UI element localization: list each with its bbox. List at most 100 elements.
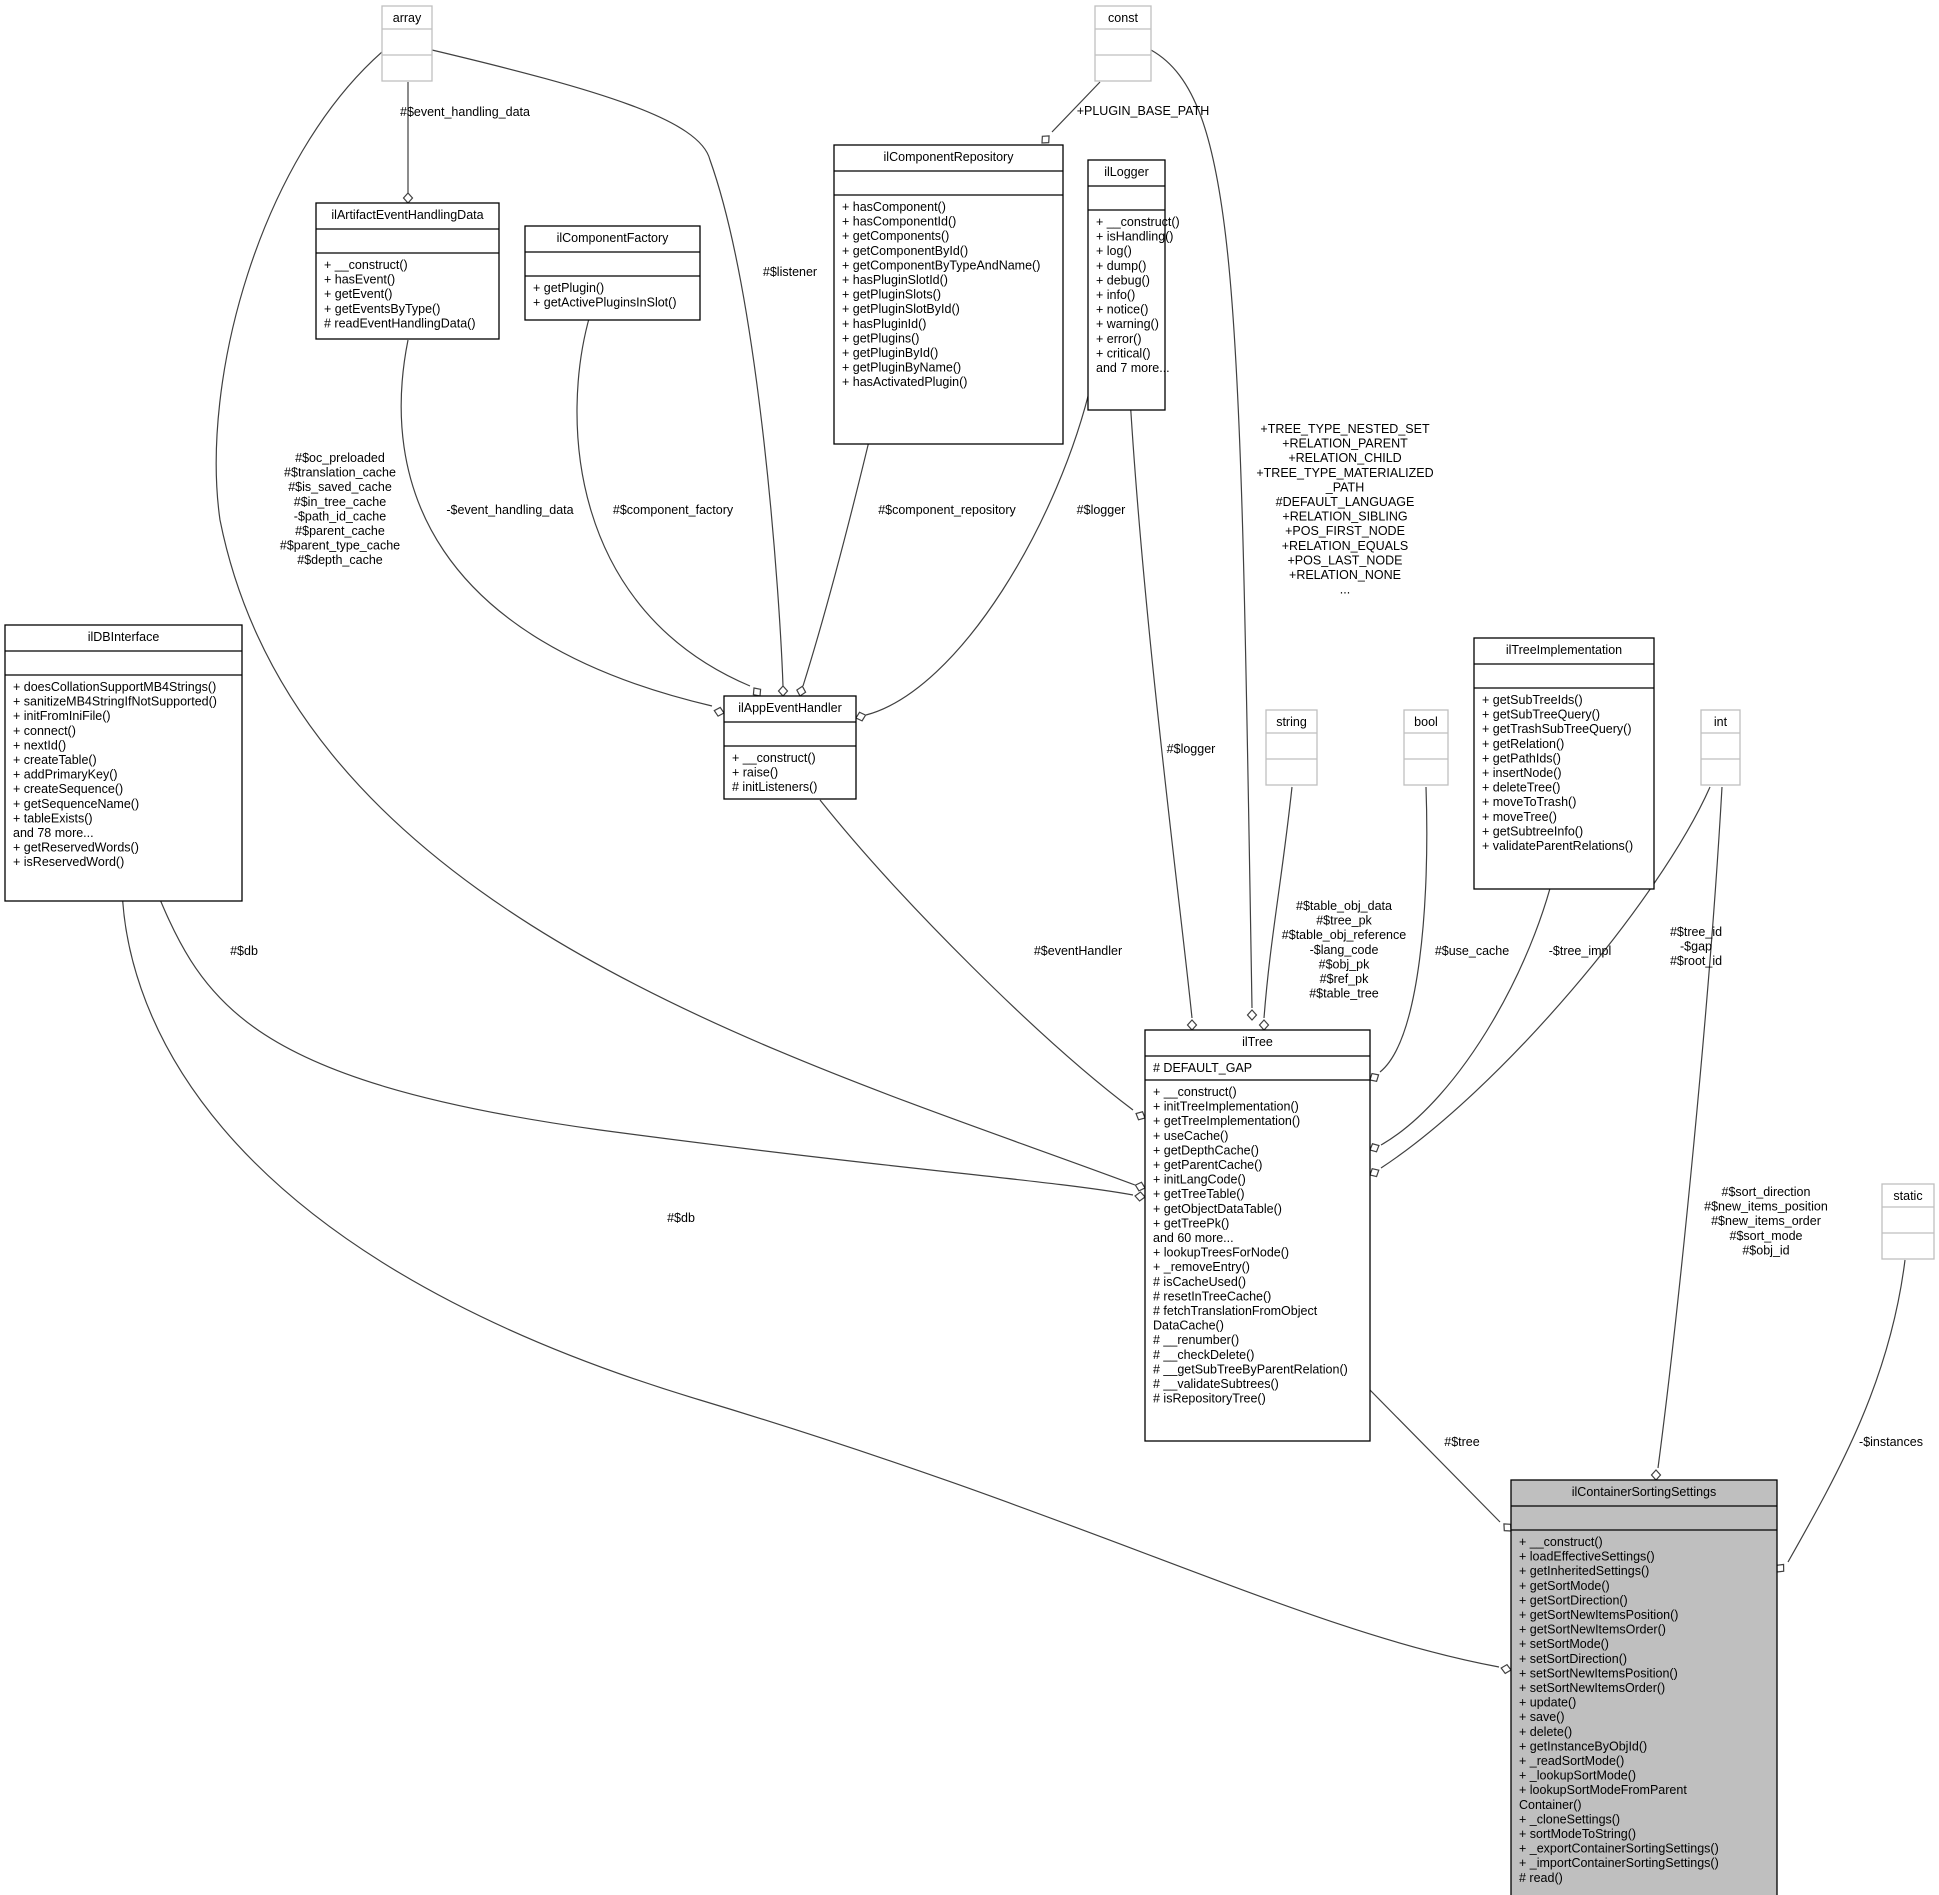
class-method: + hasComponent() bbox=[842, 200, 946, 214]
class-method: + getEventsByType() bbox=[324, 302, 440, 316]
class-node-string[interactable]: string bbox=[1265, 709, 1318, 786]
aggregation-diamond-icon bbox=[1650, 1469, 1662, 1481]
edge-label-line: #$tree bbox=[1444, 1435, 1479, 1449]
edge-label-line: #$tree_pk bbox=[1316, 914, 1372, 928]
edge-label-line: +RELATION_SIBLING bbox=[1282, 510, 1407, 524]
aggregation-diamond-icon bbox=[402, 192, 414, 204]
class-method: + moveToTrash() bbox=[1482, 795, 1576, 809]
edge-line bbox=[1150, 49, 1253, 1009]
class-method: + getInheritedSettings() bbox=[1519, 1564, 1649, 1578]
edge-bool-tree bbox=[1369, 786, 1428, 1082]
edge-const-tree bbox=[1150, 49, 1258, 1021]
class-method: + setSortMode() bbox=[1519, 1637, 1609, 1651]
class-box bbox=[524, 225, 701, 321]
class-method: + getTrashSubTreeQuery() bbox=[1482, 722, 1631, 736]
class-method: + debug() bbox=[1096, 273, 1150, 287]
edge-label-array-appevent: #$listener bbox=[763, 265, 817, 279]
class-method: + getPluginById() bbox=[842, 346, 938, 360]
edge-label-line: #$parent_type_cache bbox=[280, 539, 400, 553]
edge-label-line: +RELATION_PARENT bbox=[1282, 437, 1408, 451]
class-method: + _cloneSettings() bbox=[1519, 1812, 1620, 1826]
class-method: + info() bbox=[1096, 288, 1135, 302]
class-node-il-tree-implementation[interactable]: ilTreeImplementation+ getSubTreeIds()+ g… bbox=[1473, 637, 1655, 890]
class-node-il-dbinterface[interactable]: ilDBInterface+ doesCollationSupportMB4St… bbox=[4, 624, 243, 902]
edge-line bbox=[215, 51, 1136, 1186]
class-box bbox=[1403, 709, 1449, 786]
edge-line bbox=[1379, 786, 1428, 1073]
edge-label-line: #$table_obj_reference bbox=[1282, 928, 1406, 942]
aggregation-diamond-icon bbox=[1369, 1072, 1380, 1082]
class-node-il-tree[interactable]: ilTree# DEFAULT_GAP+ __construct()+ init… bbox=[1144, 1029, 1371, 1442]
edge-array-tree bbox=[215, 51, 1146, 1192]
class-node-il-component-repository[interactable]: ilComponentRepository+ hasComponent()+ h… bbox=[833, 144, 1064, 445]
class-box bbox=[1087, 159, 1166, 411]
class-method: + log() bbox=[1096, 244, 1132, 258]
edge-label-line: -$gap bbox=[1680, 940, 1712, 954]
class-node-const[interactable]: const bbox=[1094, 5, 1152, 82]
class-method: + initTreeImplementation() bbox=[1153, 1100, 1299, 1114]
class-name: ilComponentRepository bbox=[884, 150, 1015, 164]
class-node-il-app-event-handler[interactable]: ilAppEventHandler+ __construct()+ raise(… bbox=[723, 695, 857, 800]
edge-label-db-sorting: #$db bbox=[667, 1211, 695, 1225]
edge-label-line: +TREE_TYPE_MATERIALIZED bbox=[1256, 466, 1433, 480]
edge-label-logger-tree: #$logger bbox=[1167, 742, 1216, 756]
class-box bbox=[4, 624, 243, 902]
edge-line bbox=[1380, 844, 1561, 1146]
class-method: + __construct() bbox=[324, 258, 408, 272]
class-node-il-component-factory[interactable]: ilComponentFactory+ getPlugin()+ getActi… bbox=[524, 225, 701, 321]
edge-label-repo-appevent: #$component_repository bbox=[878, 503, 1016, 517]
class-name: bool bbox=[1414, 715, 1438, 729]
class-node-il-logger[interactable]: ilLogger+ __construct()+ isHandling()+ l… bbox=[1087, 159, 1180, 411]
class-name: ilTreeImplementation bbox=[1506, 643, 1622, 657]
class-box bbox=[723, 695, 857, 800]
edge-label-line: #$db bbox=[230, 944, 258, 958]
edge-label-const-tree: +TREE_TYPE_NESTED_SET+RELATION_PARENT+RE… bbox=[1256, 422, 1433, 597]
edge-label-line: #$sort_mode bbox=[1730, 1229, 1803, 1243]
class-method: + _readSortMode() bbox=[1519, 1754, 1624, 1768]
edge-line bbox=[1263, 786, 1293, 1019]
class-node-il-container-sorting-settings[interactable]: ilContainerSortingSettings+ __construct(… bbox=[1510, 1479, 1778, 1895]
edge-const-repo bbox=[1041, 81, 1101, 144]
class-name: int bbox=[1714, 715, 1728, 729]
edge-label-line: #DEFAULT_LANGUAGE bbox=[1276, 495, 1415, 509]
edge-line bbox=[400, 339, 713, 707]
class-method: + getSubtreeInfo() bbox=[1482, 824, 1583, 838]
class-node-int[interactable]: int bbox=[1700, 709, 1741, 786]
class-method: + __construct() bbox=[1519, 1535, 1603, 1549]
aggregation-diamond-icon bbox=[1369, 1167, 1380, 1178]
aggregation-diamond-icon bbox=[1258, 1019, 1270, 1031]
edge-label-line: +POS_FIRST_NODE bbox=[1285, 524, 1405, 538]
class-node-static[interactable]: static bbox=[1881, 1183, 1935, 1260]
class-method: + getPluginSlotById() bbox=[842, 302, 960, 316]
class-attribute: # DEFAULT_GAP bbox=[1153, 1061, 1252, 1075]
class-node-bool[interactable]: bool bbox=[1403, 709, 1449, 786]
edge-label-line: #$in_tree_cache bbox=[294, 495, 386, 509]
class-method: + getSortDirection() bbox=[1519, 1593, 1628, 1607]
edge-label-bool-tree: #$use_cache bbox=[1435, 944, 1509, 958]
class-method: + getTreeTable() bbox=[1153, 1187, 1245, 1201]
class-method: # read() bbox=[1519, 1871, 1563, 1885]
class-method: + sortModeToString() bbox=[1519, 1827, 1636, 1841]
class-method: + createTable() bbox=[13, 753, 97, 767]
edge-label-const-repo: +PLUGIN_BASE_PATH bbox=[1077, 104, 1210, 118]
edge-label-line: #$oc_preloaded bbox=[295, 451, 385, 465]
class-name: ilAppEventHandler bbox=[738, 701, 842, 715]
edge-label-line: #$depth_cache bbox=[297, 553, 383, 567]
class-name: ilComponentFactory bbox=[557, 231, 670, 245]
class-method: + __construct() bbox=[732, 751, 816, 765]
class-method: and 78 more... bbox=[13, 826, 94, 840]
class-node-array[interactable]: array bbox=[381, 5, 433, 82]
class-method: + save() bbox=[1519, 1710, 1565, 1724]
edge-labels: #$event_handling_data+PLUGIN_BASE_PATH#$… bbox=[230, 104, 1923, 1449]
edge-line bbox=[1051, 81, 1101, 133]
class-method: + isHandling() bbox=[1096, 230, 1173, 244]
class-method: # __validateSubtrees() bbox=[1153, 1377, 1279, 1391]
class-name: ilTree bbox=[1242, 1035, 1273, 1049]
edge-label-int-sorting: #$sort_direction#$new_items_position#$ne… bbox=[1704, 1185, 1828, 1257]
edge-line bbox=[431, 49, 784, 687]
class-node-il-artifact-event-handling-data[interactable]: ilArtifactEventHandlingData+ __construct… bbox=[315, 202, 500, 340]
edge-label-int-tree: #$tree_id-$gap#$root_id bbox=[1670, 925, 1722, 968]
class-name: static bbox=[1893, 1189, 1922, 1203]
edge-label-artifact-appevent: -$event_handling_data bbox=[446, 503, 573, 517]
